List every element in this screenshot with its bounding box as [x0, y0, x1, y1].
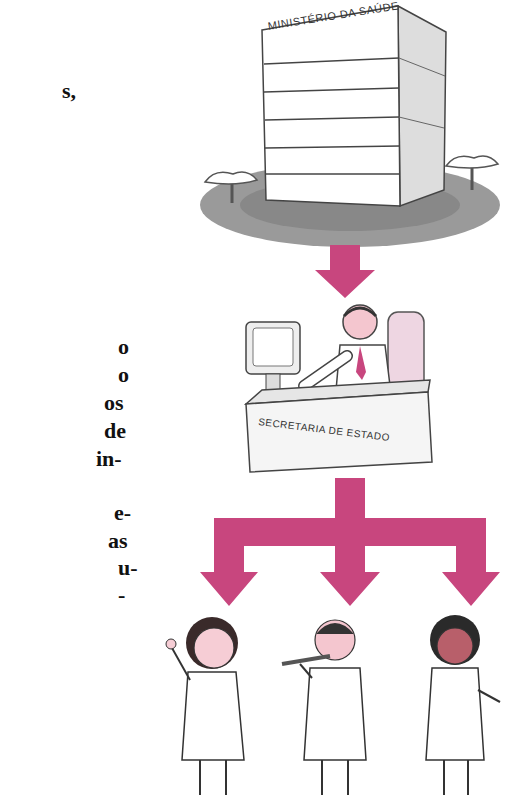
computer-monitor	[246, 322, 300, 374]
cut-off-text: u-	[118, 557, 138, 579]
worker-head	[437, 628, 473, 664]
worker-head	[194, 628, 234, 668]
man-tie	[356, 346, 366, 380]
building-floor-line	[266, 173, 400, 174]
worker-hand	[166, 639, 176, 649]
worker-hair	[430, 615, 480, 665]
worker-leg	[199, 760, 201, 795]
worker-coat	[426, 668, 484, 760]
building-floor-line	[264, 58, 399, 64]
building-floor-line	[265, 146, 400, 148]
worker-head	[315, 620, 355, 660]
worker-arm	[300, 664, 312, 678]
desk-front	[246, 392, 432, 472]
worker-arm	[478, 690, 500, 702]
worker-coat	[182, 672, 244, 760]
building-floor-line	[265, 117, 399, 120]
computer-screen	[253, 328, 293, 366]
man-head	[343, 305, 377, 339]
worker-hair	[186, 617, 238, 669]
cut-off-text: os	[104, 392, 124, 414]
man-arm	[304, 356, 347, 386]
cut-off-text: e-	[114, 502, 131, 524]
worker-leg	[443, 760, 445, 795]
worker-leg	[347, 760, 349, 795]
cut-off-text: as	[108, 530, 128, 552]
split-arrow	[200, 478, 500, 606]
cut-off-text: in-	[96, 448, 122, 470]
worker-leg	[467, 760, 469, 795]
building-front	[262, 6, 400, 206]
state-secretariat-desk: SECRETARIA DE ESTADO	[235, 298, 455, 476]
instrument-tray	[282, 656, 330, 664]
building-floor-line	[264, 88, 399, 92]
worker-hair	[316, 623, 354, 634]
building-side-line	[399, 58, 445, 76]
worker-coat	[304, 668, 366, 760]
cut-off-text: o	[118, 364, 129, 386]
building-side-line	[399, 117, 444, 128]
man-hair	[344, 308, 376, 316]
building-side	[398, 6, 446, 206]
worker-arm	[172, 648, 190, 680]
cut-off-text: o	[118, 336, 129, 358]
monitor-stand	[266, 374, 280, 390]
cut-off-text: s,	[62, 80, 76, 102]
cut-off-text: de	[104, 420, 126, 442]
worker-leg	[321, 760, 323, 795]
man-arm-outline	[304, 356, 347, 386]
ministry-building: MINISTÉRIO DA SAÚDE	[195, 0, 495, 245]
tree-canopy	[205, 172, 257, 184]
sign-text: SECRETARIA DE ESTADO	[258, 416, 391, 443]
tree-canopy	[446, 156, 498, 168]
worker-leg	[225, 760, 227, 795]
flow-arrow	[315, 245, 375, 298]
sign-text: MINISTÉRIO DA SAÚDE	[267, 0, 400, 32]
cut-off-text: -	[118, 584, 125, 606]
